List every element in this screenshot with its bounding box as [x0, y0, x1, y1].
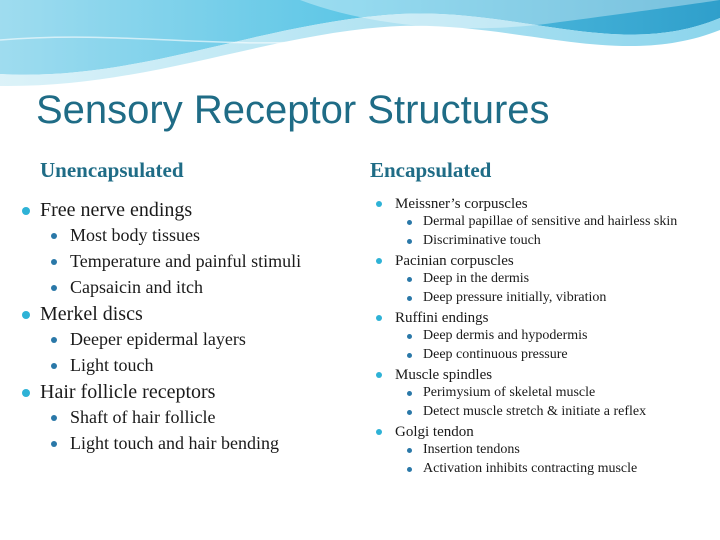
bullet-icon	[407, 391, 412, 396]
bullet-icon	[407, 353, 412, 358]
sub-item-label: Temperature and painful stimuli	[70, 251, 302, 271]
sub-list-item: Deep pressure initially, vibration	[372, 290, 712, 306]
bullet-icon	[407, 410, 412, 415]
sub-list-item: Light touch	[20, 354, 340, 376]
list-item: Ruffini endings	[372, 309, 712, 327]
sub-item-label: Light touch and hair bending	[70, 433, 279, 453]
bullet-icon	[407, 467, 412, 472]
sub-item-label: Deep continuous pressure	[423, 347, 568, 362]
sub-item-label: Most body tissues	[70, 225, 201, 245]
list-item-label: Golgi tendon	[395, 424, 474, 440]
bullet-icon	[51, 337, 57, 343]
sub-list-item: Deep continuous pressure	[372, 347, 712, 363]
sub-list-item: Deep dermis and hypodermis	[372, 328, 712, 344]
sub-item-label: Capsaicin and itch	[70, 277, 203, 297]
sub-list-item: Temperature and painful stimuli	[20, 250, 340, 272]
list-item: Meissner’s corpuscles	[372, 195, 712, 213]
slide-title: Sensory Receptor Structures	[36, 88, 550, 132]
bullet-icon	[22, 207, 30, 215]
sub-list-item: Shaft of hair follicle	[20, 406, 340, 428]
unencapsulated-list: Free nerve endings Most body tissues Tem…	[20, 198, 340, 458]
bullet-icon	[376, 315, 382, 321]
sub-list-item: Capsaicin and itch	[20, 276, 340, 298]
bullet-icon	[22, 389, 30, 397]
bullet-icon	[407, 277, 412, 282]
bullet-icon	[376, 201, 382, 207]
sub-item-label: Insertion tendons	[423, 442, 520, 457]
unencapsulated-heading: Unencapsulated	[40, 158, 184, 182]
sub-list-item: Detect muscle stretch & initiate a refle…	[372, 404, 712, 420]
sub-item-label: Dermal papillae of sensitive and hairles…	[423, 214, 678, 229]
list-item-label: Meissner’s corpuscles	[395, 196, 528, 212]
sub-list-item: Deep in the dermis	[372, 271, 712, 287]
sub-list-item: Insertion tendons	[372, 442, 712, 458]
bullet-icon	[407, 296, 412, 301]
bullet-icon	[376, 258, 382, 264]
encapsulated-list: Meissner’s corpuscles Dermal papillae of…	[372, 195, 712, 480]
list-item-label: Merkel discs	[40, 303, 143, 325]
sub-list-item: Deeper epidermal layers	[20, 328, 340, 350]
sub-item-label: Deep dermis and hypodermis	[423, 328, 588, 343]
sub-item-label: Deep pressure initially, vibration	[423, 290, 607, 305]
list-item-label: Ruffini endings	[395, 310, 489, 326]
bullet-icon	[407, 448, 412, 453]
list-item: Hair follicle receptors	[20, 380, 340, 404]
sub-list-item: Dermal papillae of sensitive and hairles…	[372, 214, 712, 230]
bullet-icon	[51, 441, 57, 447]
list-item: Golgi tendon	[372, 423, 712, 441]
list-item-label: Muscle spindles	[395, 367, 493, 383]
bullet-icon	[376, 429, 382, 435]
list-item-label: Hair follicle receptors	[40, 381, 216, 403]
sub-list-item: Light touch and hair bending	[20, 432, 340, 454]
list-item: Muscle spindles	[372, 366, 712, 384]
encapsulated-heading: Encapsulated	[370, 158, 492, 182]
sub-item-label: Light touch	[70, 355, 154, 375]
bullet-icon	[51, 233, 57, 239]
list-item: Pacinian corpuscles	[372, 252, 712, 270]
sub-item-label: Deeper epidermal layers	[70, 329, 246, 349]
sub-list-item: Discriminative touch	[372, 233, 712, 249]
sub-list-item: Activation inhibits contracting muscle	[372, 461, 712, 477]
sub-list-item: Perimysium of skeletal muscle	[372, 385, 712, 401]
list-item: Merkel discs	[20, 302, 340, 326]
bullet-icon	[407, 220, 412, 225]
bullet-icon	[51, 259, 57, 265]
bullet-icon	[51, 285, 57, 291]
sub-item-label: Activation inhibits contracting muscle	[423, 461, 638, 476]
list-item: Free nerve endings	[20, 198, 340, 222]
bullet-icon	[407, 239, 412, 244]
sub-item-label: Shaft of hair follicle	[70, 407, 216, 427]
bullet-icon	[376, 372, 382, 378]
sub-item-label: Perimysium of skeletal muscle	[423, 385, 596, 400]
sub-list-item: Most body tissues	[20, 224, 340, 246]
sub-item-label: Deep in the dermis	[423, 271, 530, 286]
bullet-icon	[51, 415, 57, 421]
list-item-label: Free nerve endings	[40, 199, 193, 221]
bullet-icon	[407, 334, 412, 339]
sub-item-label: Detect muscle stretch & initiate a refle…	[423, 404, 647, 419]
bullet-icon	[51, 363, 57, 369]
list-item-label: Pacinian corpuscles	[395, 253, 514, 269]
header-wave-decoration	[0, 0, 720, 87]
bullet-icon	[22, 311, 30, 319]
sub-item-label: Discriminative touch	[423, 233, 541, 248]
